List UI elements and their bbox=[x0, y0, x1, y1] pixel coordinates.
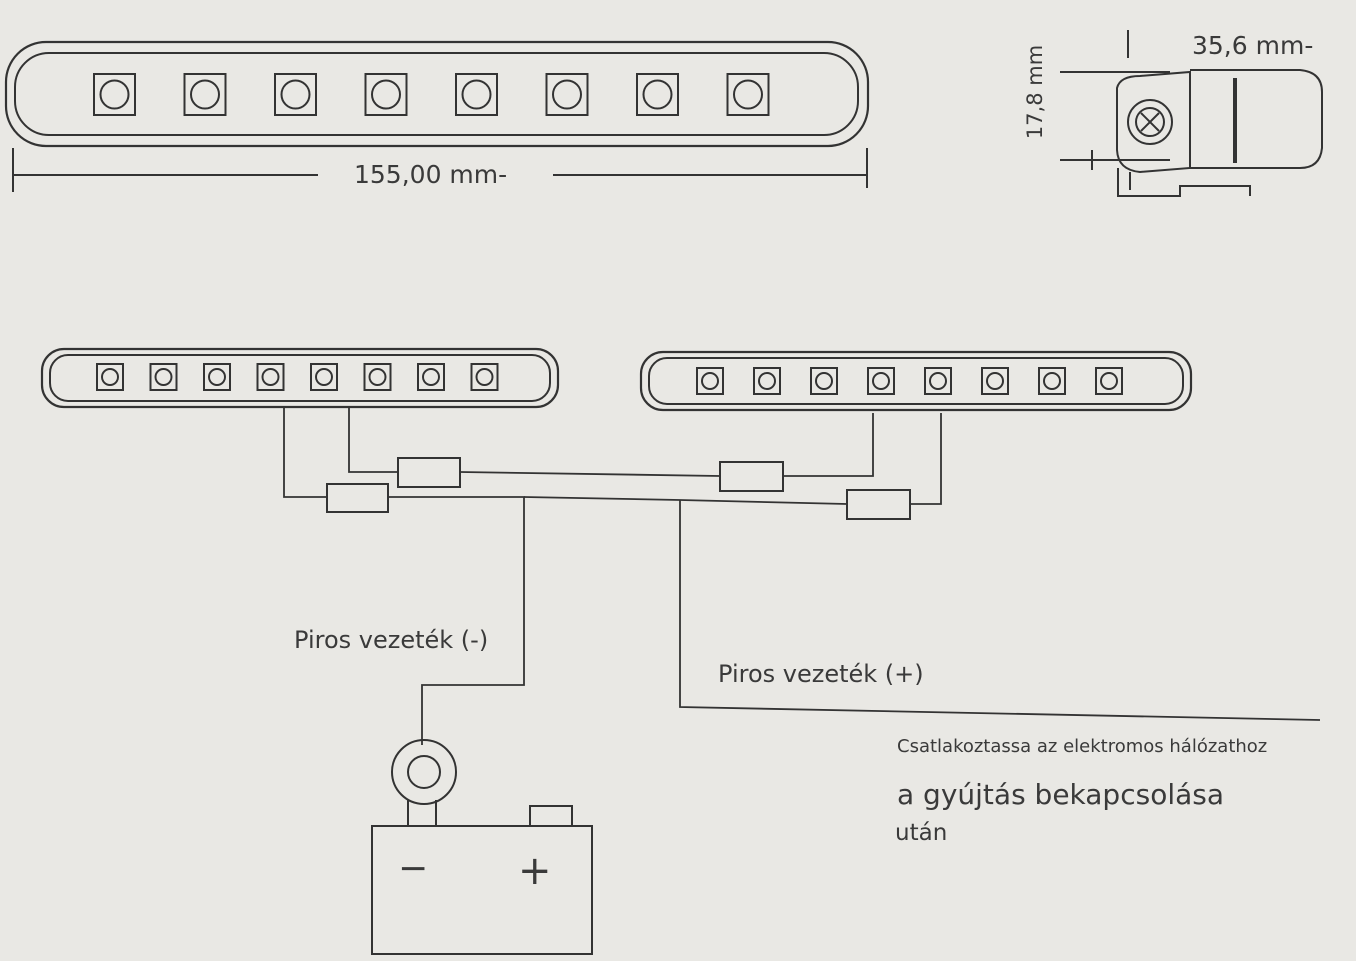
top-led-lens-5 bbox=[461, 79, 492, 110]
right-led-lens-8 bbox=[1100, 372, 1118, 390]
side-view bbox=[1060, 30, 1323, 197]
right-led-1 bbox=[696, 367, 724, 395]
top-led-lens-8 bbox=[733, 79, 763, 110]
top-led-lens-7 bbox=[642, 79, 673, 110]
height-label: 17,8 mm bbox=[1023, 44, 1047, 140]
top-led-lens-1 bbox=[99, 79, 130, 110]
led-bar-left bbox=[40, 347, 560, 409]
right-led-5 bbox=[924, 367, 952, 395]
right-led-lens-5 bbox=[929, 372, 947, 390]
right-led-lens-2 bbox=[758, 372, 776, 390]
led-bar-top bbox=[4, 40, 870, 148]
left-led-4 bbox=[256, 363, 285, 391]
instruction-line-1: Csatlakoztassa az elektromos hálózathoz bbox=[897, 736, 1268, 757]
right-led-3 bbox=[810, 367, 838, 395]
battery-plus-label: + bbox=[518, 848, 552, 894]
top-led-6 bbox=[545, 73, 589, 116]
right-led-7 bbox=[1038, 367, 1066, 395]
left-led-6 bbox=[363, 363, 392, 391]
right-led-lens-3 bbox=[815, 372, 833, 390]
led-bar-right bbox=[639, 350, 1193, 412]
top-led-lens-4 bbox=[371, 79, 401, 110]
left-led-lens-4 bbox=[261, 368, 280, 386]
top-led-3 bbox=[274, 73, 317, 116]
top-led-4 bbox=[364, 73, 408, 116]
wiring bbox=[283, 407, 1321, 745]
battery-minus-label: − bbox=[398, 848, 429, 889]
left-led-lens-8 bbox=[475, 368, 494, 386]
top-led-lens-6 bbox=[552, 79, 582, 110]
positive-wire-label: Piros vezeték (+) bbox=[718, 660, 924, 688]
right-led-2 bbox=[753, 367, 781, 395]
left-led-3 bbox=[203, 363, 231, 391]
top-led-1 bbox=[93, 73, 136, 116]
left-led-5 bbox=[310, 363, 338, 391]
top-led-8 bbox=[726, 73, 770, 116]
right-led-6 bbox=[981, 367, 1009, 395]
top-led-7 bbox=[636, 73, 679, 116]
length-label: 155,00 mm- bbox=[354, 160, 508, 189]
instruction-line-3: után bbox=[895, 820, 948, 846]
left-led-2 bbox=[149, 363, 178, 391]
right-led-lens-1 bbox=[701, 372, 719, 390]
battery bbox=[371, 805, 593, 955]
left-led-1 bbox=[96, 363, 124, 391]
length-dimension-line bbox=[12, 148, 868, 192]
negative-wire-label: Piros vezeték (-) bbox=[294, 626, 489, 654]
left-led-lens-6 bbox=[368, 368, 387, 386]
top-led-lens-2 bbox=[190, 79, 220, 110]
left-led-lens-1 bbox=[101, 368, 119, 386]
instruction-line-2: a gyújtás bekapcsolása bbox=[897, 778, 1225, 811]
top-led-2 bbox=[183, 73, 227, 116]
left-led-7 bbox=[417, 363, 445, 391]
resistors bbox=[326, 457, 911, 520]
top-led-5 bbox=[455, 73, 498, 116]
right-led-lens-7 bbox=[1043, 372, 1061, 390]
right-led-lens-4 bbox=[872, 372, 890, 390]
left-led-8 bbox=[470, 363, 499, 391]
left-led-lens-2 bbox=[154, 368, 173, 386]
left-led-lens-3 bbox=[208, 368, 226, 386]
right-led-8 bbox=[1095, 367, 1123, 395]
right-led-lens-6 bbox=[986, 372, 1004, 390]
fuse-ring bbox=[391, 739, 457, 826]
width-label: 35,6 mm- bbox=[1192, 31, 1314, 60]
left-led-lens-5 bbox=[315, 368, 333, 386]
right-led-4 bbox=[867, 367, 895, 395]
top-led-lens-3 bbox=[280, 79, 311, 110]
left-led-lens-7 bbox=[422, 368, 440, 386]
